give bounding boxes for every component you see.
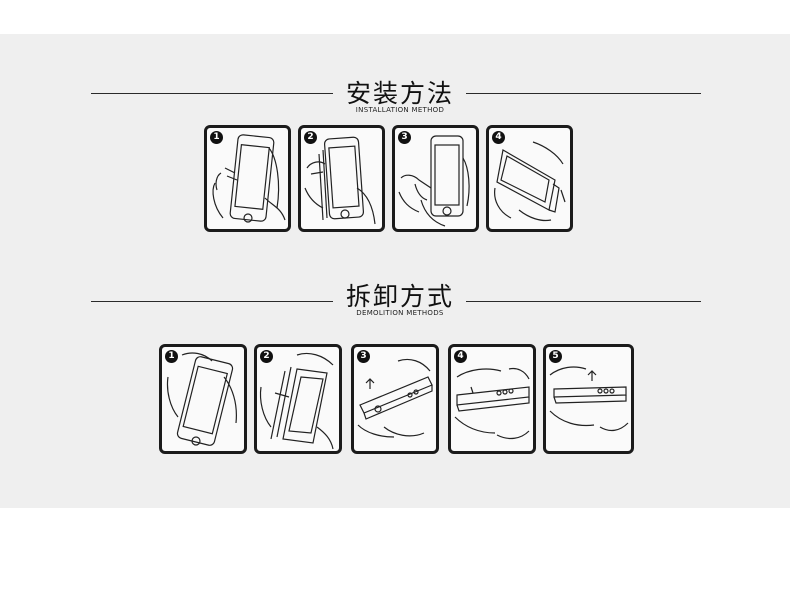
demolition-step-5: 5 — [543, 344, 634, 454]
phone-remove-icon — [354, 347, 436, 451]
installation-rule-left — [91, 93, 333, 94]
demolition-rule-right — [466, 301, 701, 302]
demolition-step-3: 3 — [351, 344, 439, 454]
demolition-step-1: 1 — [159, 344, 247, 454]
installation-step-3: 3 — [392, 125, 479, 232]
step-number-badge: 4 — [492, 131, 505, 144]
step-number-badge: 5 — [549, 350, 562, 363]
step-number-badge: 1 — [210, 131, 223, 144]
step-number-badge: 3 — [398, 131, 411, 144]
step-number-badge: 3 — [357, 350, 370, 363]
demolition-step-2: 2 — [254, 344, 342, 454]
phone-remove-icon — [451, 347, 533, 451]
installation-rule-right — [466, 93, 701, 94]
installation-title: 安装方法 — [320, 80, 480, 108]
step-number-badge: 2 — [304, 131, 317, 144]
demolition-title: 拆卸方式 — [320, 283, 480, 311]
demolition-subtitle: DEMOLITION METHODS — [300, 309, 500, 318]
step-number-badge: 4 — [454, 350, 467, 363]
installation-step-1: 1 — [204, 125, 291, 232]
demolition-rule-left — [91, 301, 333, 302]
demolition-step-4: 4 — [448, 344, 536, 454]
phone-remove-icon — [162, 347, 244, 451]
phone-remove-icon — [257, 347, 339, 451]
installation-step-4: 4 — [486, 125, 573, 232]
installation-step-2: 2 — [298, 125, 385, 232]
phone-remove-icon — [546, 347, 631, 451]
step-number-badge: 1 — [165, 350, 178, 363]
installation-subtitle: INSTALLATION METHOD — [300, 106, 500, 115]
step-number-badge: 2 — [260, 350, 273, 363]
